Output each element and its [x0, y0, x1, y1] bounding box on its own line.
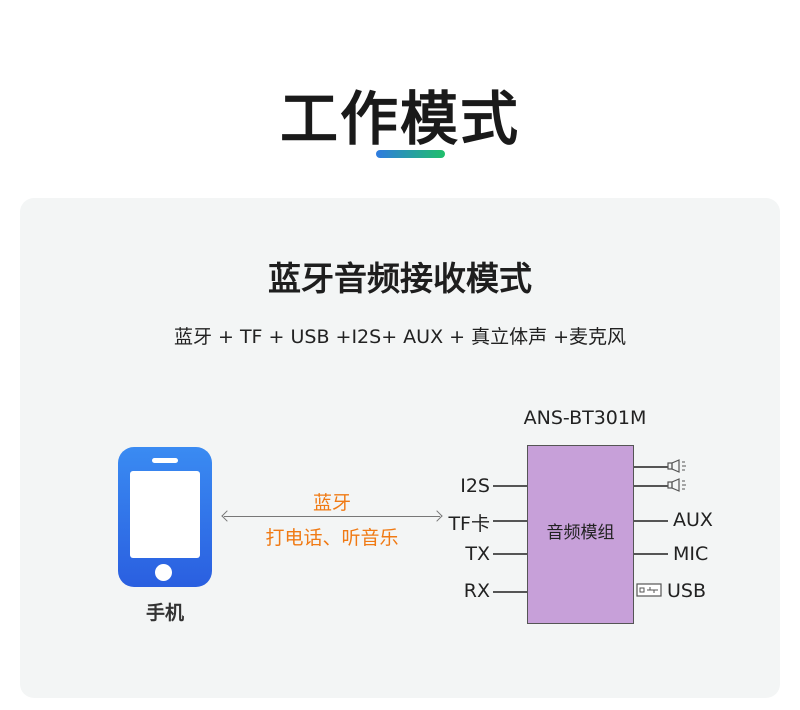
- connection-usage-label: 打电话、听音乐: [265, 527, 399, 549]
- double-arrow-icon: [224, 516, 440, 517]
- phone-label: 手机: [145, 602, 184, 624]
- page-title: 工作模式: [279, 85, 520, 153]
- pin-line-tx: [493, 553, 527, 555]
- pin-line-rx: [493, 591, 527, 593]
- mode-subtitle: 蓝牙 + TF + USB +I2S+ AUX + 真立体声 +麦克风: [173, 326, 627, 348]
- usb-icon: [636, 583, 662, 597]
- title-underline: [376, 150, 445, 158]
- pin-line-mic: [634, 553, 668, 555]
- phone-screen: [130, 471, 200, 558]
- pin-line-tf: [493, 520, 527, 522]
- pin-line-aux: [634, 520, 668, 522]
- pin-tf: TF卡: [448, 513, 490, 535]
- phone-icon: [118, 447, 212, 587]
- phone-speaker: [152, 458, 178, 463]
- pin-line-speaker-1: [634, 466, 668, 468]
- module-name: ANS-BT301M: [523, 407, 647, 429]
- module-label: 音频模组: [546, 523, 615, 543]
- pin-rx: RX: [463, 580, 490, 602]
- mode-title: 蓝牙音频接收模式: [268, 259, 532, 298]
- pin-tx: TX: [465, 543, 490, 565]
- connection-type-label: 蓝牙: [312, 492, 351, 514]
- pin-aux: AUX: [673, 509, 713, 531]
- pin-line-i2s: [493, 485, 527, 487]
- pin-i2s: I2S: [460, 475, 490, 497]
- pin-usb: USB: [667, 580, 707, 602]
- module-box: [527, 445, 634, 624]
- phone-home-button: [155, 564, 172, 581]
- speaker-icon: [667, 478, 686, 492]
- speaker-icon: [667, 459, 686, 473]
- pin-mic: MIC: [673, 543, 709, 565]
- pin-line-speaker-2: [634, 485, 668, 487]
